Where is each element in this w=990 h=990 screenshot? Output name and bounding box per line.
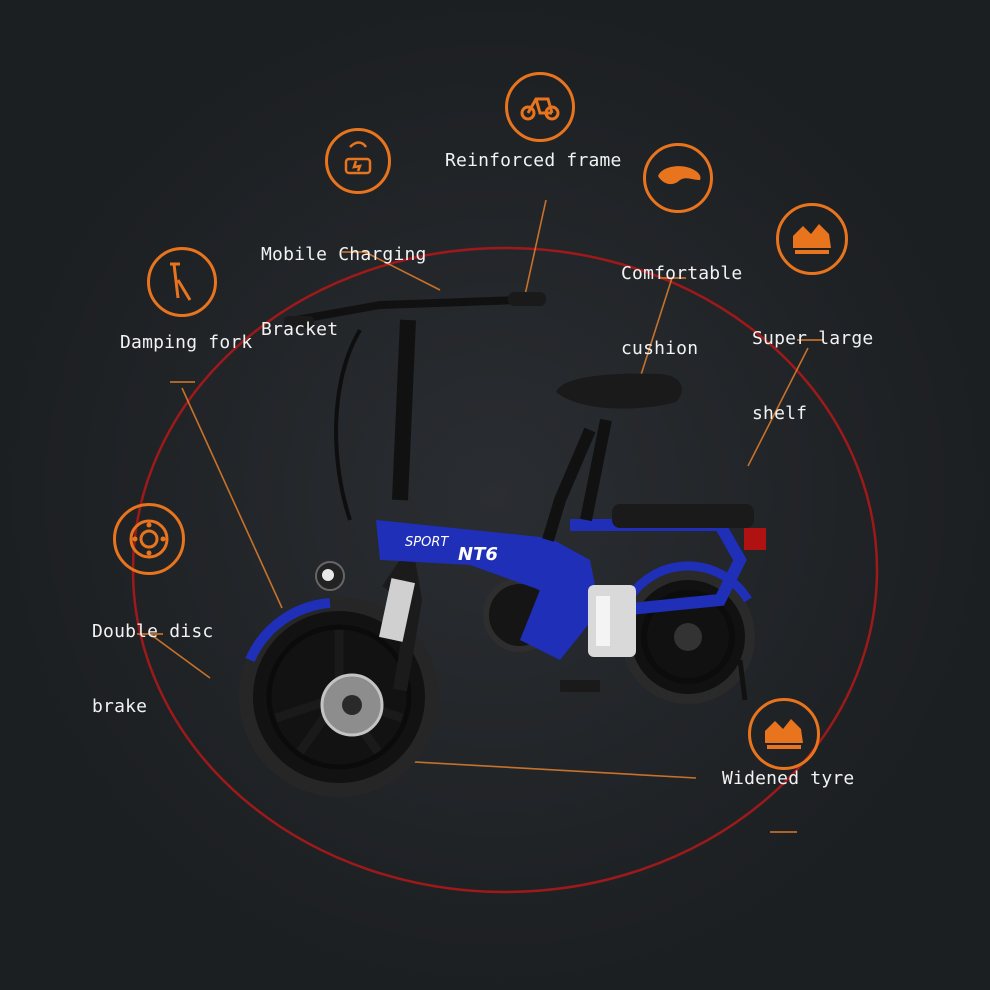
shelf-icon [776,203,848,275]
label-super-large-line2: shelf [752,403,808,424]
charging-bracket-icon [325,128,391,194]
tyre-icon [748,698,820,770]
label-super-large-line1: Super large [752,328,874,349]
label-double-disc-line1: Double disc [92,621,214,642]
frame-decal-sport: SPORT [405,535,449,550]
frame-decal-model: NT6 [458,544,498,565]
label-mobile-charging-line2: Bracket [261,319,339,340]
label-widened-tyre: Widened tyre [722,768,855,789]
frame-icon [505,72,575,142]
disc-brake-icon [113,503,185,575]
seat-cushion-icon [643,143,713,213]
leader-shelf [747,347,809,467]
label-double-disc-line2: brake [92,696,148,717]
label-comfortable-line2: cushion [621,338,699,359]
label-double-disc-brake: Double disc brake [92,569,213,769]
fork-icon [147,247,217,317]
leader-fork [181,387,283,609]
front-wheel [239,597,439,797]
leader-tyre [379,759,697,779]
label-comfortable-line1: Comfortable [621,263,743,284]
leader-frame [524,199,547,296]
label-super-large-shelf: Super large shelf [752,276,873,476]
leader-brake [149,633,211,679]
label-damping-fork: Damping fork [120,332,253,353]
seat-cushion [556,373,682,409]
label-mobile-charging: Mobile Charging Bracket [261,192,427,392]
label-comfortable-cushion: Comfortable cushion [621,211,742,411]
label-reinforced-frame: Reinforced frame [445,150,622,171]
leader-charging [364,251,441,291]
leader-cushion [639,277,673,379]
rear-shelf [612,504,754,528]
label-mobile-charging-line1: Mobile Charging [261,244,427,265]
